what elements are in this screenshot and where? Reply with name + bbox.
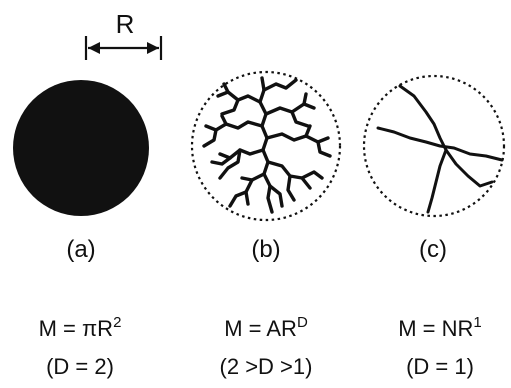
line-horizontal — [376, 126, 504, 162]
formula-b-exponent: D — [296, 314, 308, 331]
condition-c: (D = 1) — [406, 354, 474, 379]
formula-a-base: M = πR — [38, 316, 114, 341]
formula-c-base: M = NR — [398, 316, 474, 341]
formula-c-exponent: 1 — [473, 314, 482, 331]
radius-dimension-marker — [84, 36, 163, 60]
formula-a-exponent: 2 — [113, 314, 122, 331]
formula-b-base: M = AR — [224, 316, 297, 341]
condition-b: (2 >D >1) — [219, 354, 313, 379]
crossing-line-pattern — [376, 84, 504, 214]
dotted-circle-b — [190, 70, 342, 222]
panel-label-a: (a) — [66, 236, 96, 263]
formula-a: M = πR2 — [38, 315, 122, 341]
radius-label: R — [115, 9, 135, 39]
radius-arrowhead-right — [147, 42, 159, 54]
dotted-circle-c — [362, 74, 506, 218]
formula-b: M = ARD — [224, 315, 308, 341]
panel-label-b: (b) — [251, 236, 281, 263]
radius-arrowhead-left — [88, 42, 100, 54]
formula-c: M = NR1 — [398, 315, 482, 341]
line-diagonal — [398, 84, 494, 188]
panel-label-c: (c) — [419, 236, 447, 263]
condition-a: (D = 2) — [46, 354, 114, 379]
solid-disk — [13, 80, 149, 216]
line-vertical — [426, 148, 448, 214]
branched-fractal-pattern — [202, 76, 332, 214]
